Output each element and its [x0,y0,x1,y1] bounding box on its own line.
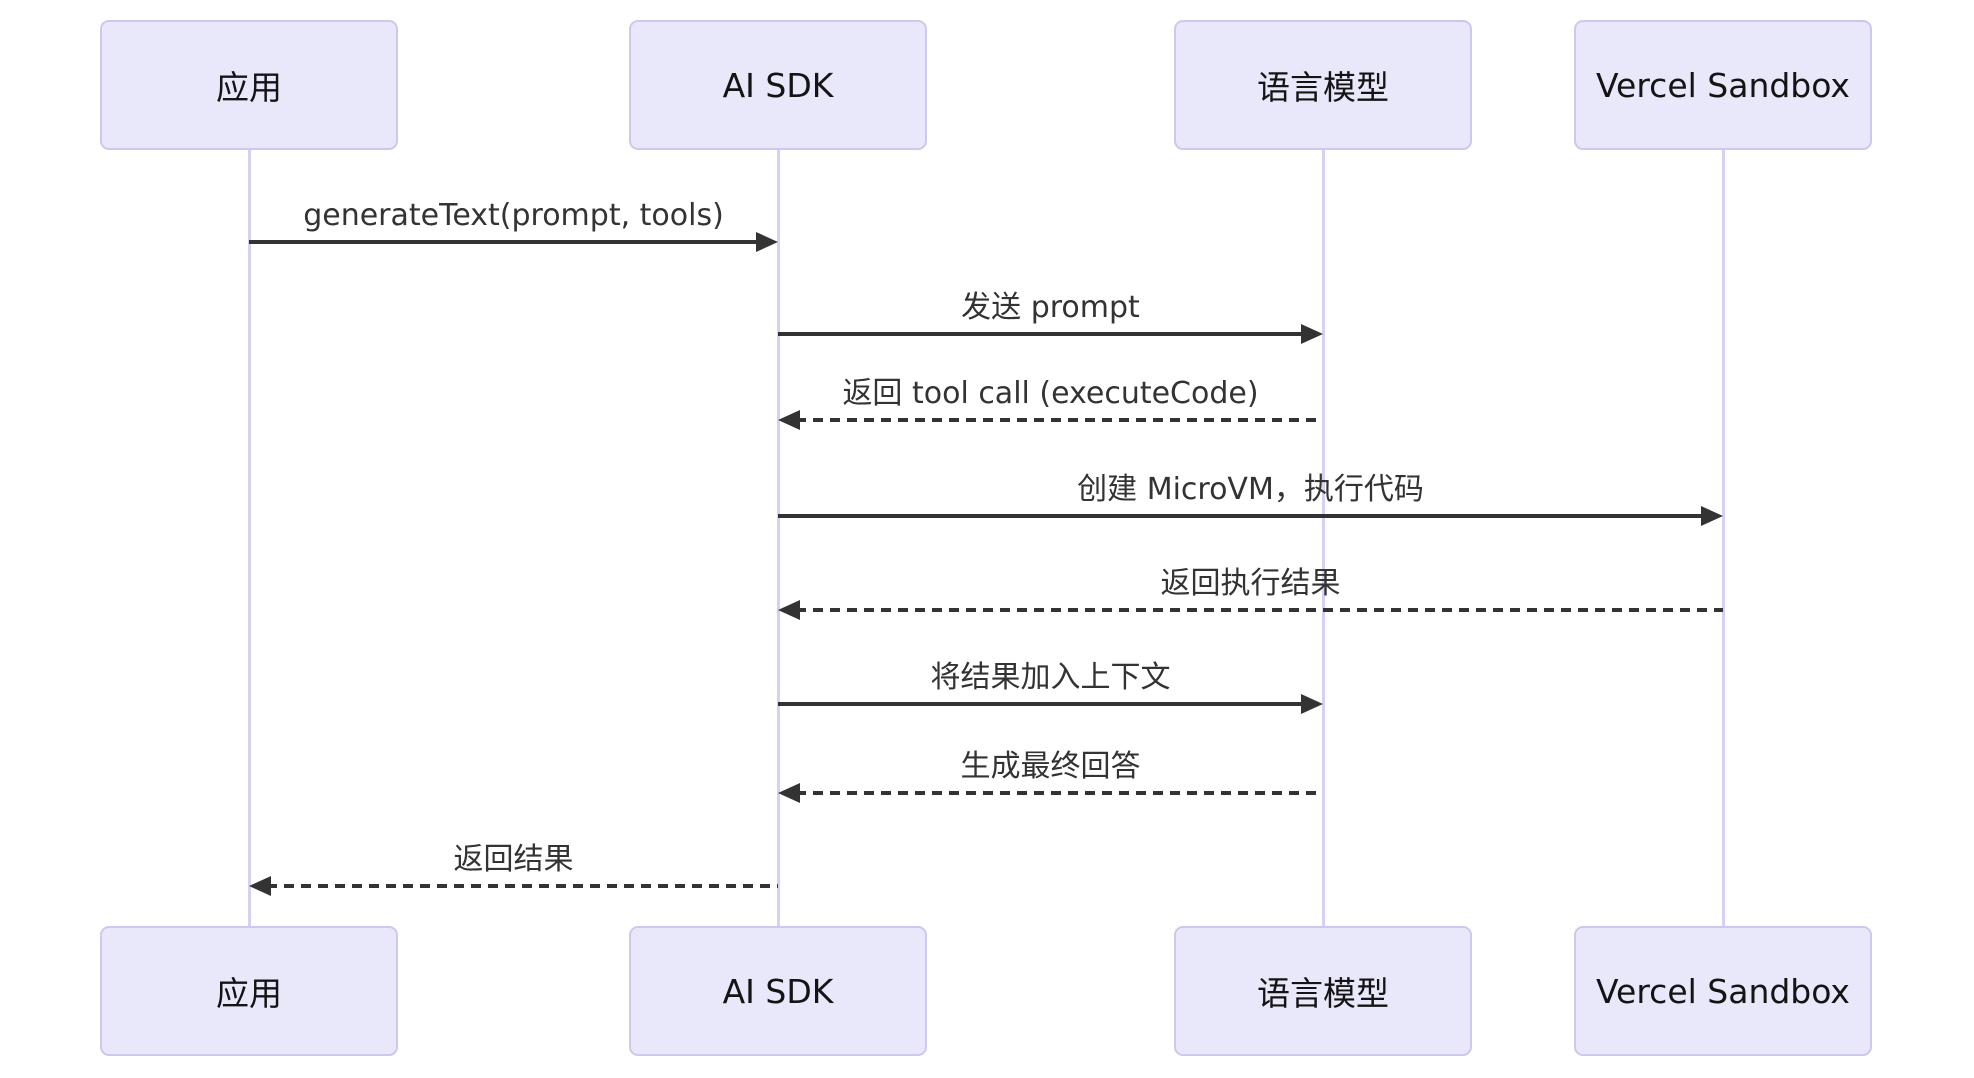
lifeline-app [247,150,251,926]
arrowhead-icon [778,600,800,620]
arrowhead-icon [778,783,800,803]
message-line [778,514,1705,518]
actor-bottom-box-app: 应用 [100,926,398,1056]
message-label: 发送 prompt [961,290,1140,325]
actor-top-box-sdk: AI SDK [629,20,927,150]
message-line [778,702,1305,706]
message-line [267,884,778,888]
arrowhead-icon [778,410,800,430]
arrowhead-icon [1301,694,1323,714]
actor-label: AI SDK [722,971,834,1011]
actor-label: 语言模型 [1257,68,1389,107]
message-line [796,791,1323,795]
lifeline-sdk [776,150,780,926]
message-label: 返回 tool call (executeCode) [842,376,1259,411]
actor-top-box-app: 应用 [100,20,398,150]
actor-label: 语言模型 [1257,974,1389,1013]
message-label: 返回结果 [453,842,574,877]
actor-bottom-box-llm: 语言模型 [1174,926,1472,1056]
message-label: 将结果加入上下文 [930,660,1171,695]
arrowhead-icon [1701,506,1723,526]
arrowhead-icon [249,876,271,896]
actor-label: AI SDK [722,65,834,105]
actor-label: Vercel Sandbox [1596,65,1850,105]
arrowhead-icon [756,232,778,252]
message-label: generateText(prompt, tools) [303,198,724,233]
arrowhead-icon [1301,324,1323,344]
actor-bottom-box-sandbox: Vercel Sandbox [1574,926,1872,1056]
message-label: 创建 MicroVM，执行代码 [1077,472,1424,507]
lifeline-sandbox [1721,150,1725,926]
message-label: 返回执行结果 [1160,566,1341,601]
message-line [796,608,1723,612]
message-line [778,332,1305,336]
message-line [249,240,760,244]
message-label: 生成最终回答 [960,749,1141,784]
actor-top-box-llm: 语言模型 [1174,20,1472,150]
actor-label: 应用 [216,974,282,1013]
actor-bottom-box-sdk: AI SDK [629,926,927,1056]
actor-label: Vercel Sandbox [1596,971,1850,1011]
actor-top-box-sandbox: Vercel Sandbox [1574,20,1872,150]
lifeline-llm [1321,150,1325,926]
actor-label: 应用 [216,68,282,107]
message-line [796,418,1323,422]
